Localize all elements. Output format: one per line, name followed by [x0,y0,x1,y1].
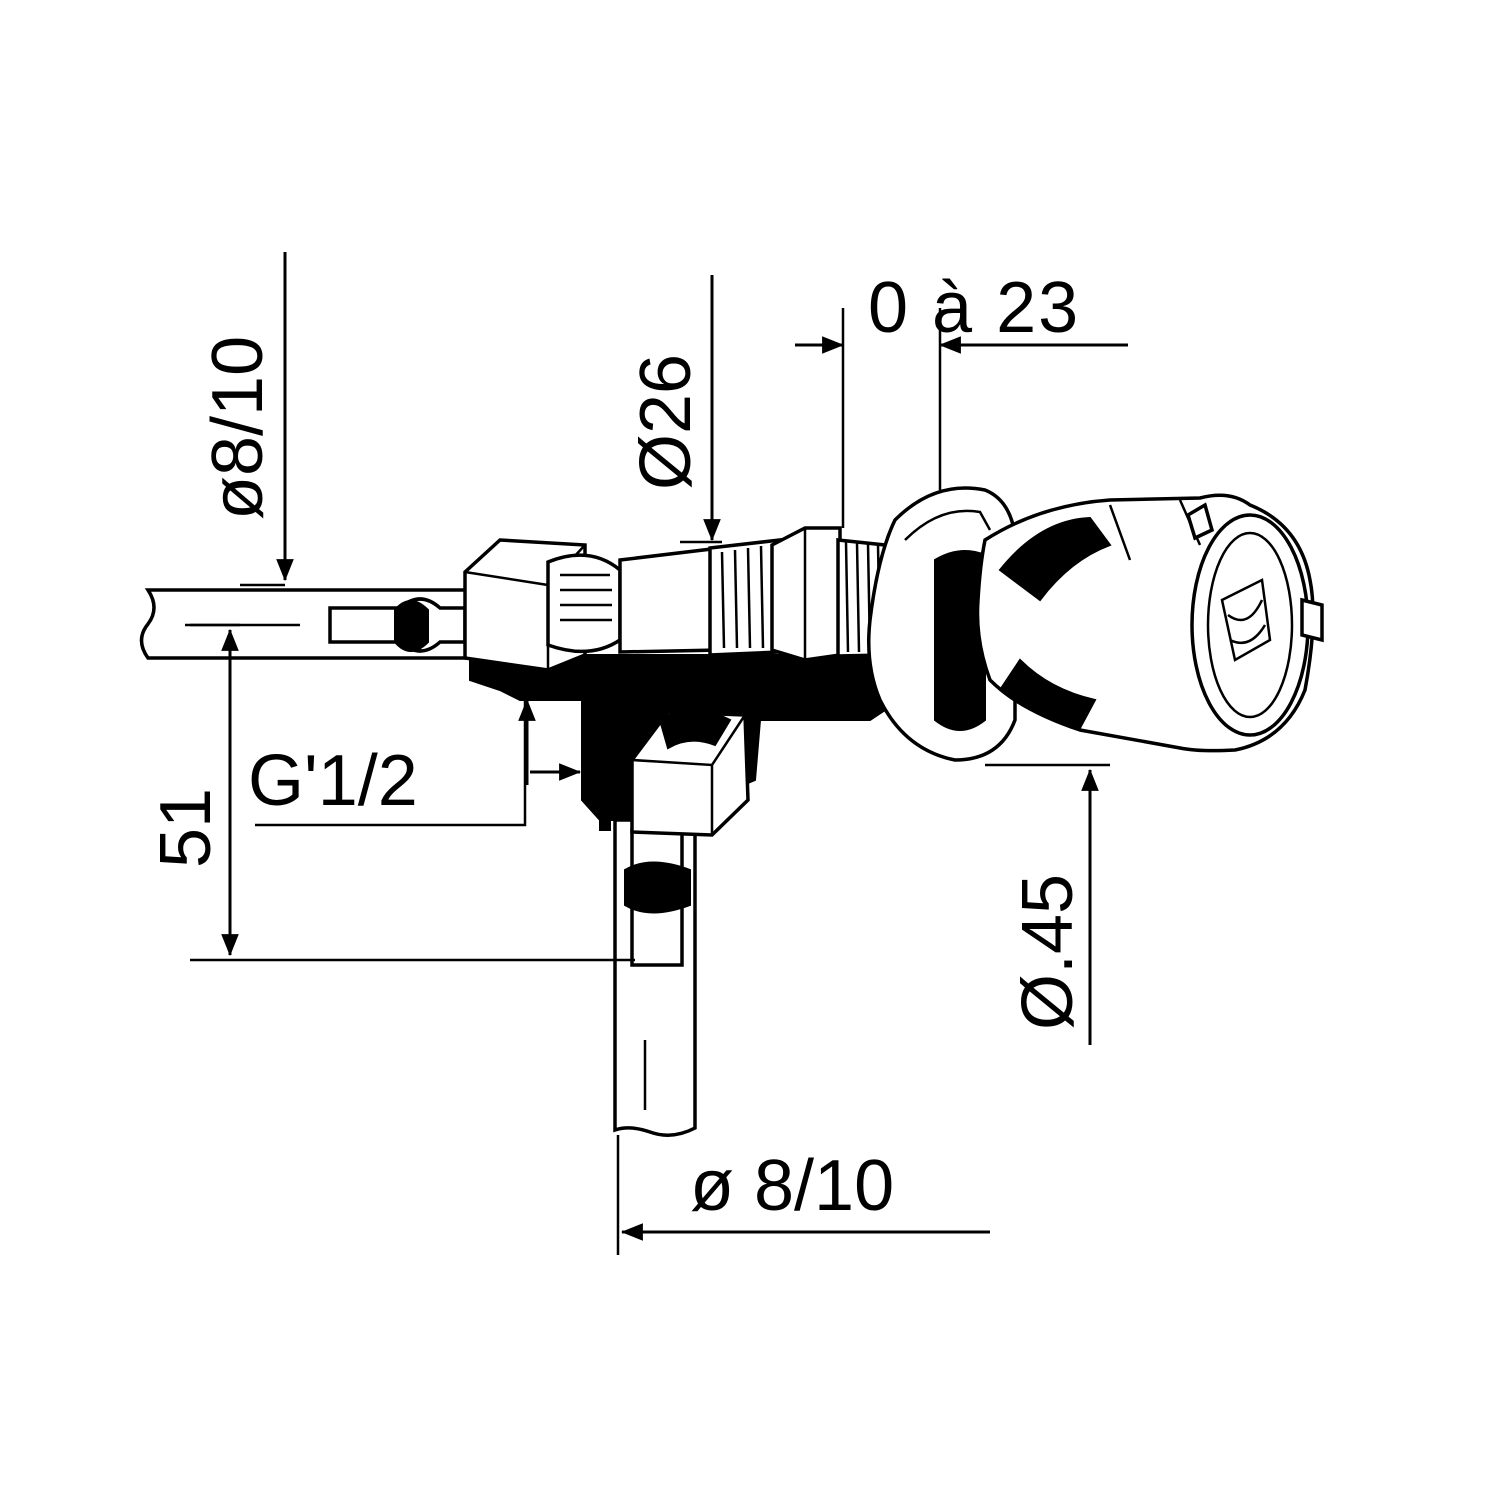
dimension-thread-size: G'1/2 [248,698,582,827]
valve-knob[interactable] [975,493,1324,753]
dimension-height: 51 [146,623,635,962]
dimension-inlet-bottom: ø 8/10 [616,1135,990,1255]
dimension-inlet-side: ø8/10 [198,252,294,587]
label-inlet-side: ø8/10 [198,336,278,520]
dimension-adjust-range: 0 à 23 [795,268,1128,528]
manufacturer-logo-icon [1220,578,1272,662]
dimension-knob-diameter: Ø.45 [985,763,1110,1045]
dimension-thread-diameter: Ø26 [626,275,722,544]
label-thread-size: G'1/2 [248,741,418,821]
escutcheon [867,486,1017,762]
label-inlet-bottom: ø 8/10 [690,1146,894,1226]
vertical-pipe [613,818,697,1137]
label-height: 51 [146,788,226,868]
hex-nut-bottom [630,709,750,837]
label-thread-diameter: Ø26 [626,354,706,490]
threaded-stem [618,526,887,662]
label-adjust-range: 0 à 23 [868,268,1080,348]
label-knob-diameter: Ø.45 [1008,874,1088,1030]
hex-nut-left [463,538,622,672]
